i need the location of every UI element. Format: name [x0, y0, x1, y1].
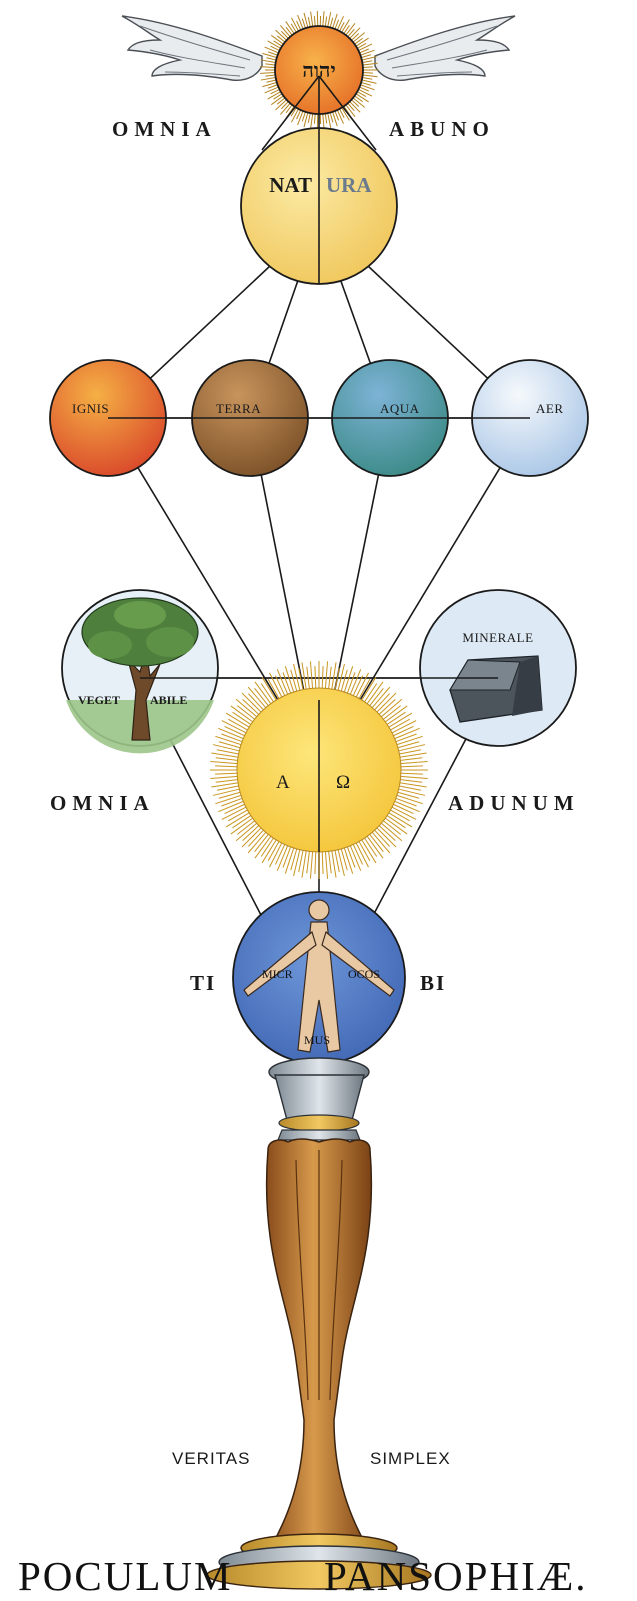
microcosmus-circle: MICR OCOS MUS	[233, 892, 405, 1064]
microcosmus-label-part3: MUS	[304, 1033, 330, 1047]
alpha-label: A	[276, 772, 290, 793]
omega-label: Ω	[336, 772, 350, 793]
pillar-label-veritas: VERITAS	[172, 1449, 250, 1468]
sun-ray	[347, 672, 355, 695]
motto-omnia-top: OMNIA	[112, 117, 217, 141]
sun-ray	[242, 693, 263, 714]
sun-ray	[399, 776, 428, 778]
sun-ray	[380, 699, 402, 718]
sun-ray	[215, 766, 239, 767]
sun-ray	[384, 706, 407, 723]
sun-ray	[322, 666, 323, 690]
vegetabile-circle: VEGET ABILE	[62, 590, 218, 753]
caption-pansophiae: PANSOPHIÆ.	[324, 1553, 587, 1599]
sun-ray	[262, 677, 277, 702]
sun-ray	[216, 758, 240, 761]
sun-ray	[387, 713, 412, 728]
sun-ray	[283, 672, 291, 695]
sun-ray	[325, 850, 327, 879]
sun-ray	[399, 766, 423, 767]
sun-ray	[397, 745, 425, 752]
sun-ray	[310, 850, 312, 879]
sun-ray	[213, 789, 241, 796]
sun-ray	[221, 798, 244, 806]
motto-abuno: ABUNO	[389, 117, 495, 141]
sun-ray	[328, 849, 331, 873]
sun-ray	[380, 822, 402, 841]
right-wing-icon	[375, 16, 515, 80]
sun-ray	[376, 827, 397, 848]
sun-ray	[213, 745, 241, 752]
sun-ray	[325, 661, 327, 690]
microcosmus-label-part1: MICR	[262, 967, 293, 981]
sun-ray	[398, 779, 422, 782]
central-sun: A Ω	[210, 661, 428, 879]
sun-ray	[399, 773, 423, 774]
sun-ray	[255, 835, 272, 858]
sun-ray	[361, 838, 376, 863]
sun-ray	[210, 761, 239, 763]
sun-ray	[221, 734, 244, 742]
sun-ray	[231, 706, 254, 723]
vegetabile-label-right: ABILE	[150, 693, 187, 707]
sun-ray	[248, 687, 267, 709]
stone-block-icon	[450, 656, 542, 722]
sun-ray	[294, 848, 301, 876]
side-label-bi: BI	[420, 971, 446, 995]
caption-poculum: POCULUM	[18, 1553, 232, 1599]
element-label-ignis: IGNIS	[72, 401, 109, 416]
sun-ray	[242, 827, 263, 848]
element-label-terra: TERRA	[216, 401, 261, 416]
sun-ray	[236, 822, 258, 841]
sun-ray	[398, 758, 422, 761]
sun-ray	[315, 850, 316, 874]
sun-ray	[347, 845, 355, 868]
side-label-ti: TI	[190, 971, 216, 995]
sun-ray	[361, 677, 376, 702]
sun-ray	[384, 817, 407, 834]
motto-omnia-middle: OMNIA	[50, 791, 155, 815]
sun-ray	[376, 693, 397, 714]
minerale-circle: MINERALE	[420, 590, 576, 746]
sun-ray	[236, 699, 258, 718]
sun-ray	[310, 661, 312, 690]
sun-ray	[226, 812, 251, 827]
sun-ray	[262, 838, 277, 863]
sun-ray	[394, 798, 417, 806]
left-wing-icon	[122, 16, 262, 80]
sun-ray	[226, 713, 251, 728]
sun-ray	[315, 666, 316, 690]
sun-ray	[215, 773, 239, 774]
natura-label-right: URA	[326, 173, 372, 197]
vegetabile-label-left: VEGET	[78, 693, 120, 707]
sun-ray	[283, 845, 291, 868]
sun-ray	[371, 831, 390, 853]
sun-ray	[366, 835, 383, 858]
sun-ray	[399, 761, 428, 763]
sun-ray	[338, 848, 345, 876]
natura-circle: NAT URA	[241, 128, 397, 284]
motto-adunum: ADUNUM	[448, 791, 580, 815]
element-label-aer: AER	[536, 401, 564, 416]
sun-ray	[216, 779, 240, 782]
sun-ray	[210, 776, 239, 778]
minerale-label: MINERALE	[462, 630, 533, 645]
sun-ray	[371, 687, 390, 709]
pillar-label-simplex: SIMPLEX	[370, 1449, 451, 1468]
microcosmus-label-part2: OCOS	[348, 967, 380, 981]
chalice-stem	[207, 1058, 431, 1589]
sun-ray	[322, 850, 323, 874]
sun-ray	[387, 812, 412, 827]
sun-ray	[231, 817, 254, 834]
element-label-aqua: AQUA	[380, 401, 420, 416]
sun-ray	[397, 789, 425, 796]
sun-ray	[307, 849, 310, 873]
sun-ray	[248, 831, 267, 853]
sun-ray	[394, 734, 417, 742]
natura-label-left: NAT	[269, 173, 312, 197]
